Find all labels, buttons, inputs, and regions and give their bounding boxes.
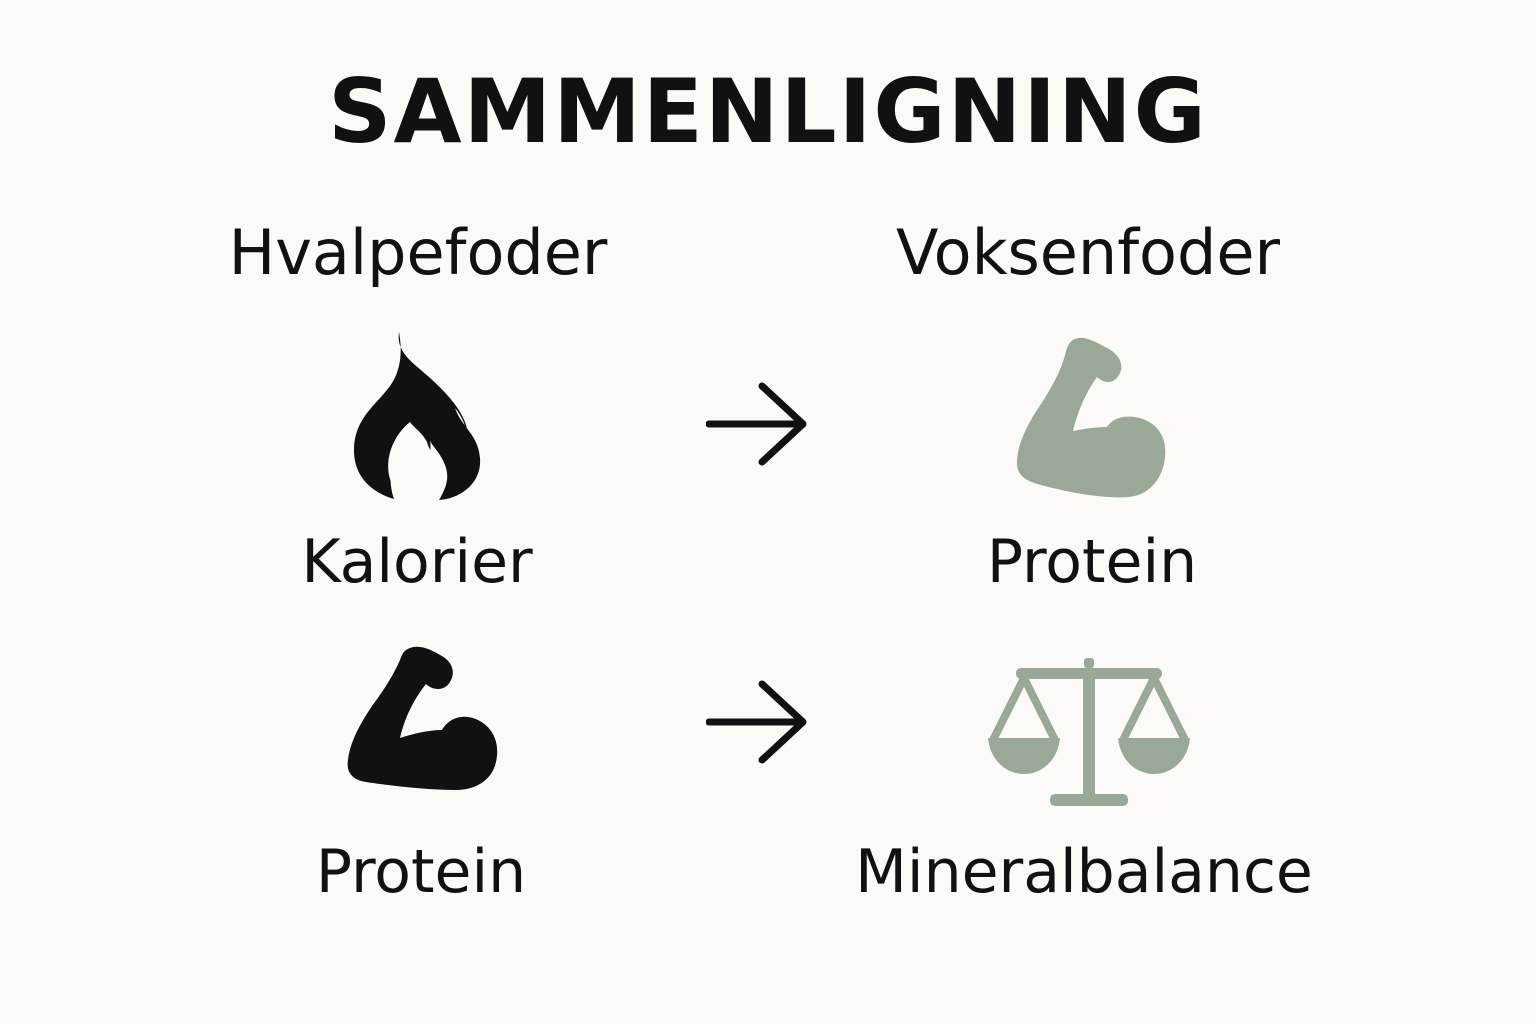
column-heading-left: Hvalpefoder	[228, 216, 608, 289]
column-heading-right: Voksenfoder	[896, 216, 1280, 289]
row2-left-label: Protein	[315, 837, 527, 907]
row2-right-label: Mineralbalance	[855, 837, 1313, 907]
row1-left-label: Kalorier	[301, 527, 533, 597]
balance-scale-icon	[988, 658, 1190, 806]
row1-right-label: Protein	[986, 527, 1198, 597]
page-title: SAMMENLIGNING	[328, 60, 1208, 163]
arrow-right-icon	[706, 382, 807, 466]
arrow-right-icon	[706, 680, 807, 764]
flame-icon	[353, 332, 481, 500]
flexed-arm-icon	[1017, 337, 1166, 498]
flexed-arm-icon	[347, 646, 498, 790]
